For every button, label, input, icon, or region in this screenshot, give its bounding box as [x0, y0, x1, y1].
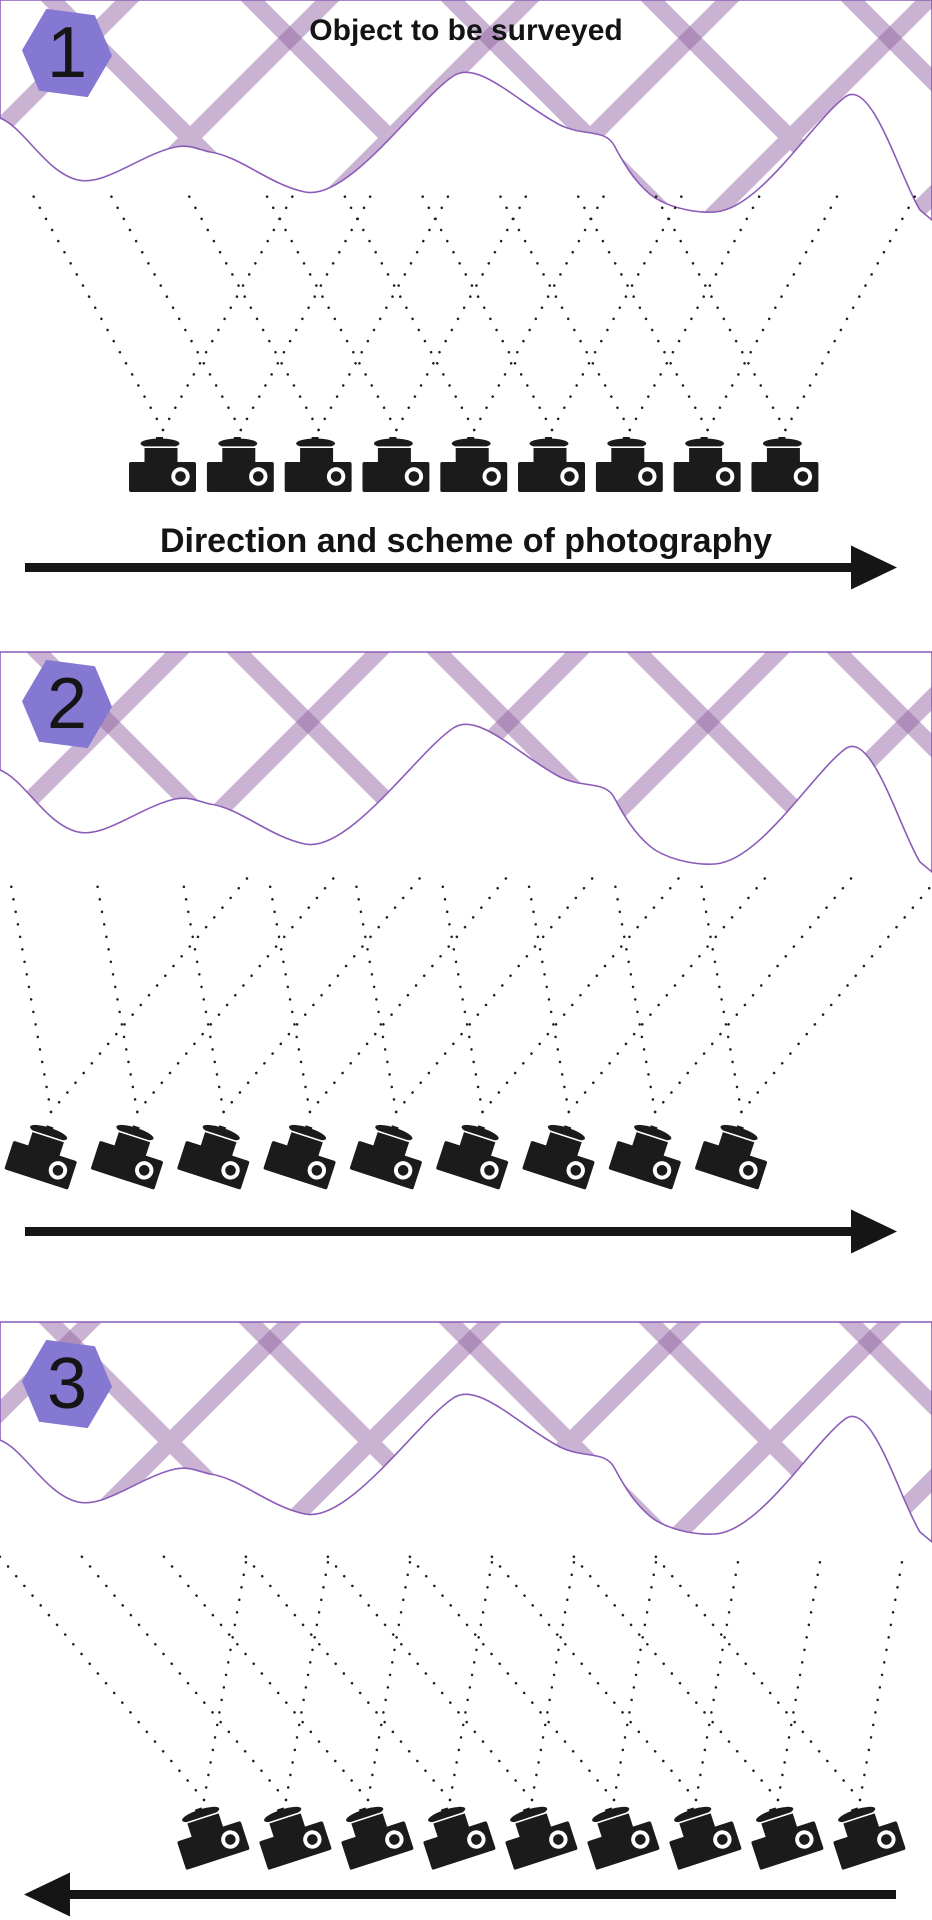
camera-sight-line — [76, 1550, 288, 1802]
camera-sight-line — [448, 1550, 495, 1802]
camera-icon — [521, 1116, 603, 1190]
camera-icon — [349, 1116, 431, 1190]
camera-icon — [579, 1797, 660, 1871]
camera-sight-line — [612, 1550, 659, 1802]
camera-sight-line — [694, 1550, 741, 1802]
camera-sight-line — [395, 193, 528, 432]
camera-sight-line — [420, 193, 554, 432]
direction-arrow-right — [25, 545, 897, 590]
camera-sight-line — [784, 193, 917, 432]
camera-icon — [743, 1797, 824, 1871]
camera-sight-line — [136, 876, 335, 1114]
camera-sight-line — [267, 876, 312, 1114]
camera-sight-line — [706, 193, 840, 432]
surveyed-object-outline — [0, 651, 932, 874]
camera-sight-line — [366, 1550, 413, 1802]
camera-icon — [415, 1797, 496, 1871]
camera-sight-line — [158, 1550, 370, 1802]
camera-sight-line — [650, 1550, 862, 1802]
camera-sight-line — [404, 1550, 616, 1802]
camera-sight-line — [353, 876, 398, 1114]
surveyed-object-outline — [0, 1321, 932, 1544]
camera-sight-line — [222, 876, 422, 1114]
camera-sight-line — [161, 193, 295, 432]
camera-sight-line — [653, 193, 787, 432]
camera-sight-line — [628, 193, 762, 432]
camera-sight-line — [8, 876, 53, 1114]
camera-sight-line — [0, 1554, 206, 1802]
camera-sight-line — [653, 876, 853, 1114]
camera-sight-line — [481, 876, 681, 1114]
camera-sight-line — [181, 876, 225, 1114]
camera-icon — [608, 1116, 689, 1190]
camera-icon — [694, 1116, 776, 1190]
camera-sight-line — [394, 876, 594, 1114]
camera-icon — [595, 437, 663, 492]
camera-sight-line — [576, 193, 709, 432]
camera-icon — [129, 437, 196, 492]
camera-sight-line — [568, 1550, 780, 1802]
camera-icon — [90, 1116, 172, 1190]
camera-sight-line — [740, 882, 932, 1114]
camera-sight-line — [612, 876, 657, 1114]
camera-icon — [751, 437, 819, 492]
camera-sight-line — [317, 193, 451, 432]
camera-sight-line — [858, 1550, 905, 1802]
camera-sight-line — [202, 1550, 249, 1802]
camera-icon — [673, 437, 741, 492]
camera-sight-line — [439, 876, 484, 1114]
camera-sight-line — [342, 193, 476, 432]
camera-icon — [263, 1116, 344, 1190]
camera-sight-line — [776, 1550, 823, 1802]
camera-sight-line — [109, 193, 243, 432]
direction-arrow-right — [25, 1209, 897, 1254]
camera-sight-line — [322, 1550, 534, 1802]
camera-icon — [169, 1797, 250, 1871]
camera-icon — [825, 1797, 906, 1871]
surveyed-object-outline — [0, 0, 932, 222]
camera-sight-line — [187, 193, 320, 432]
camera-sight-line — [526, 876, 571, 1114]
camera-icon — [518, 437, 585, 492]
surveyed-object-3 — [0, 1321, 932, 1544]
camera-sight-line — [698, 876, 743, 1114]
camera-icon — [206, 437, 274, 492]
surveyed-object-2 — [0, 651, 932, 874]
camera-sight-line — [94, 876, 139, 1114]
camera-sight-line — [550, 193, 684, 432]
camera-sight-line — [31, 193, 165, 432]
camera-icon — [435, 1116, 517, 1190]
camera-icon — [333, 1797, 414, 1871]
object-to-be-surveyed-label: Object to be surveyed — [309, 14, 623, 47]
camera-sight-line — [284, 1550, 331, 1802]
camera-icon — [497, 1797, 578, 1871]
camera-sight-line — [498, 193, 632, 432]
camera-sight-line — [264, 193, 398, 432]
camera-icon — [251, 1797, 332, 1871]
direction-of-photography-label: Direction and scheme of photography — [159, 522, 773, 560]
camera-sight-line — [239, 193, 373, 432]
camera-sight-line — [567, 876, 767, 1114]
surveyed-object-1 — [0, 0, 932, 222]
camera-sight-line — [472, 193, 606, 432]
camera-icon — [362, 437, 430, 492]
camera-sight-line — [240, 1550, 452, 1802]
camera-icon — [4, 1116, 85, 1190]
camera-icon — [284, 437, 352, 492]
camera-icon — [176, 1116, 258, 1190]
camera-sight-line — [308, 876, 508, 1114]
camera-sight-line — [530, 1550, 577, 1802]
camera-icon — [661, 1797, 742, 1871]
camera-icon — [440, 437, 508, 492]
direction-arrow-left — [24, 1872, 896, 1917]
camera-sight-line — [49, 876, 249, 1114]
camera-sight-line — [486, 1550, 698, 1802]
